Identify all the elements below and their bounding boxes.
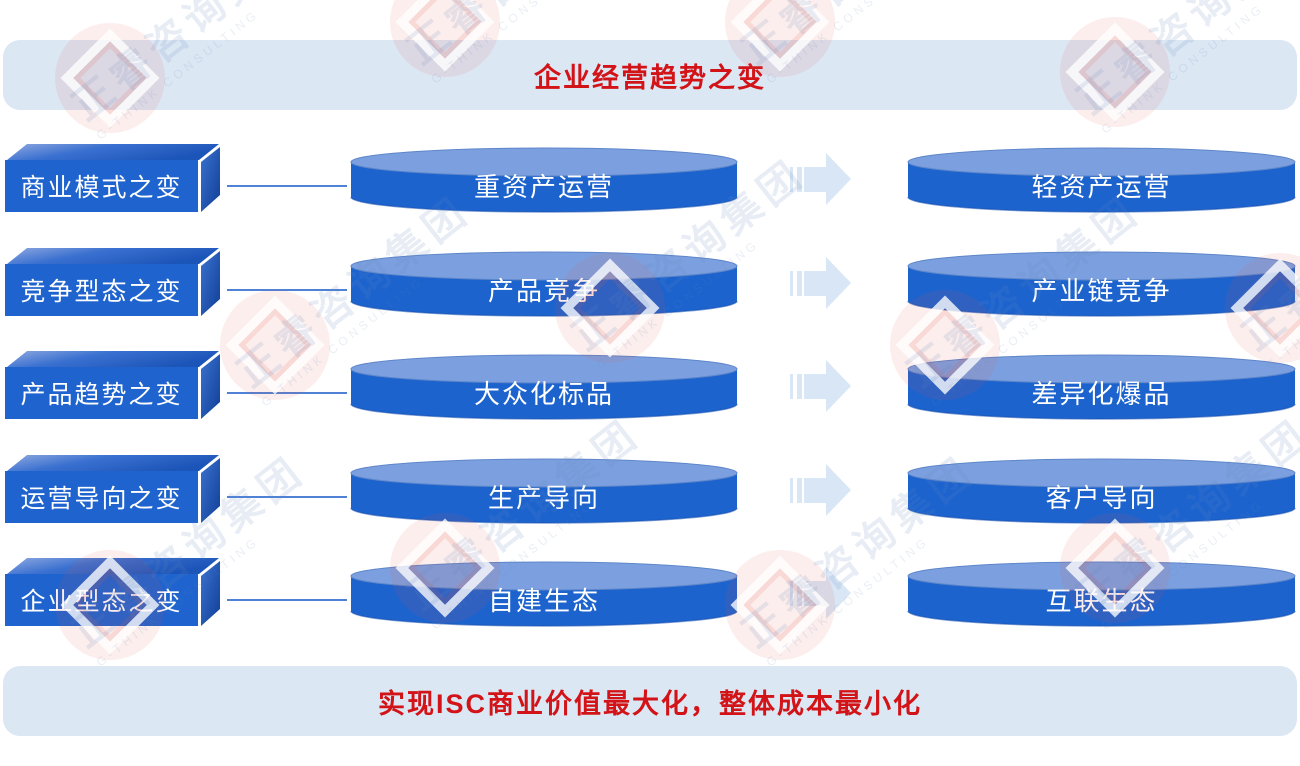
- row: 商业模式之变 重资产运营 轻资产运营: [0, 144, 1300, 213]
- row: 竞争型态之变 产品竞争 产业链竞争: [0, 248, 1300, 317]
- source-label: 大众化标品: [473, 378, 614, 409]
- cylinder-shape: [907, 354, 1296, 420]
- connector-line: [227, 496, 347, 498]
- category-box: 产品趋势之变: [5, 350, 225, 422]
- cylinder-shape: [907, 458, 1296, 524]
- target-label: 产业链竞争: [1031, 275, 1172, 306]
- target-cylinder: 客户导向: [907, 458, 1296, 524]
- box-3d-shape: [5, 248, 220, 316]
- conclusion-text: 实现ISC商业价值最大化，整体成本最小化: [377, 688, 922, 719]
- category-label: 商业模式之变: [20, 174, 183, 202]
- cylinder-shape: [350, 458, 738, 524]
- bottom-banner: 实现ISC商业价值最大化，整体成本最小化: [3, 666, 1297, 736]
- row: 运营导向之变 生产导向 客户导向: [0, 455, 1300, 524]
- target-cylinder: 互联生态: [907, 561, 1296, 627]
- row: 产品趋势之变 大众化标品 差异化爆品: [0, 351, 1300, 420]
- source-label: 自建生态: [487, 585, 600, 616]
- cylinder-shape: [350, 354, 738, 420]
- connector-line: [227, 599, 347, 601]
- source-label: 重资产运营: [473, 171, 614, 202]
- target-cylinder: 差异化爆品: [907, 354, 1296, 420]
- connector-line: [227, 289, 347, 291]
- target-label: 互联生态: [1045, 585, 1158, 616]
- category-box: 企业型态之变: [5, 557, 225, 629]
- cylinder-shape: [350, 251, 738, 317]
- source-label: 产品竞争: [487, 275, 600, 306]
- category-box: 商业模式之变: [5, 143, 225, 215]
- box-3d-shape: [5, 144, 220, 212]
- target-cylinder: 轻资产运营: [907, 147, 1296, 213]
- category-label: 运营导向之变: [20, 485, 183, 513]
- transform-arrow-icon: [790, 152, 852, 206]
- transform-arrow-icon: [790, 566, 852, 620]
- target-label: 差异化爆品: [1031, 378, 1172, 409]
- source-cylinder: 产品竞争: [350, 251, 738, 317]
- category-box: 竞争型态之变: [5, 247, 225, 319]
- row: 企业型态之变 自建生态 互联生态: [0, 558, 1300, 627]
- cylinder-shape: [350, 561, 738, 627]
- category-box: 运营导向之变: [5, 454, 225, 526]
- source-label: 生产导向: [487, 482, 600, 513]
- transform-arrow-icon: [790, 359, 852, 413]
- category-label: 企业型态之变: [20, 588, 183, 616]
- cylinder-shape: [350, 147, 738, 213]
- cylinder-shape: [907, 251, 1296, 317]
- transform-arrow-icon: [790, 463, 852, 517]
- source-cylinder: 大众化标品: [350, 354, 738, 420]
- connector-line: [227, 392, 347, 394]
- category-label: 产品趋势之变: [20, 381, 183, 409]
- box-3d-shape: [5, 351, 220, 419]
- source-cylinder: 自建生态: [350, 561, 738, 627]
- page-title: 企业经营趋势之变: [534, 62, 766, 93]
- top-banner: 企业经营趋势之变: [3, 40, 1297, 110]
- transform-arrow-icon: [790, 256, 852, 310]
- source-cylinder: 重资产运营: [350, 147, 738, 213]
- category-label: 竞争型态之变: [20, 278, 183, 306]
- box-3d-shape: [5, 558, 220, 626]
- source-cylinder: 生产导向: [350, 458, 738, 524]
- connector-line: [227, 185, 347, 187]
- box-3d-shape: [5, 455, 220, 523]
- cylinder-shape: [907, 561, 1296, 627]
- cylinder-shape: [907, 147, 1296, 213]
- target-cylinder: 产业链竞争: [907, 251, 1296, 317]
- target-label: 客户导向: [1045, 482, 1158, 513]
- target-label: 轻资产运营: [1031, 171, 1172, 202]
